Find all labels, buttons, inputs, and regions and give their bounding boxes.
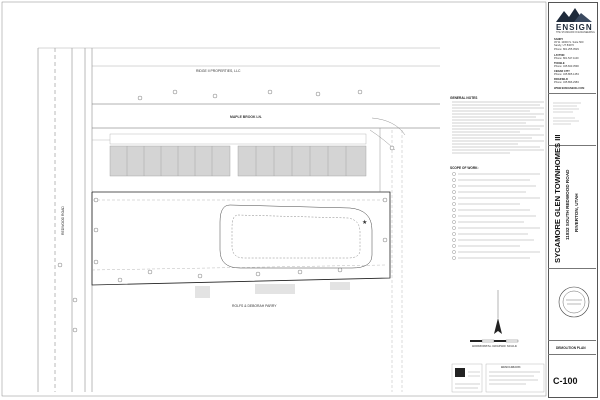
north-arrow-icon bbox=[494, 290, 502, 334]
scale-label: HORIZONTAL GRAPHIC SCALE bbox=[472, 344, 517, 348]
office-sandy: SANDY 45 W. 10000 S. Suite 500 Sandy, UT… bbox=[554, 38, 594, 51]
divider bbox=[548, 93, 596, 94]
office-name: TOOELE bbox=[554, 62, 565, 65]
north-parcel bbox=[38, 47, 440, 67]
office-line: Phone: 435.896.2983 bbox=[554, 81, 579, 85]
office-line: Phone: 801.255.0529 bbox=[554, 47, 579, 51]
firm-website: WWW.ENSIGNENG.COM bbox=[554, 87, 585, 90]
svg-text:★: ★ bbox=[362, 219, 367, 226]
divider bbox=[548, 268, 596, 269]
office-layton: LAYTON Phone: 801.547.1100 bbox=[554, 54, 594, 60]
townhome-buildings bbox=[109, 145, 367, 177]
office-name: RICHFIELD bbox=[554, 78, 568, 81]
firm-name: ENSIGN bbox=[556, 23, 593, 32]
sheet-title: DEMOLITION PLAN bbox=[556, 346, 586, 350]
scope-of-work-title: SCOPE OF WORK: bbox=[450, 166, 479, 170]
callout-markers bbox=[57, 89, 395, 333]
office-line: Phone: 801.547.1100 bbox=[554, 57, 579, 61]
road-label: REDWOOD ROAD bbox=[61, 206, 65, 235]
general-notes-body bbox=[452, 101, 544, 154]
firm-tagline: THE STANDARD IN ENGINEERING bbox=[556, 31, 595, 34]
project-boundary bbox=[91, 191, 391, 286]
engineer-seal-icon bbox=[558, 286, 590, 318]
south-parcel bbox=[195, 282, 350, 298]
loop-road bbox=[219, 204, 373, 269]
client-info-block bbox=[553, 102, 581, 125]
project-city: RIVERTON, UTAH bbox=[574, 193, 579, 232]
legend-area: BENCHMARK bbox=[451, 363, 545, 393]
divider bbox=[548, 340, 596, 341]
divider bbox=[548, 145, 596, 146]
north-owner-label: RIDGE II PROPERTIES, LLC bbox=[196, 69, 241, 73]
office-name: LAYTON bbox=[554, 54, 565, 57]
divider bbox=[548, 354, 596, 355]
legend-title: BENCHMARK bbox=[501, 365, 521, 369]
street-label: MAPLE BROOK LN. bbox=[230, 115, 262, 119]
office-line: Phone: 435.843.3590 bbox=[554, 65, 579, 69]
project-name: SYCAMORE GLEN TOWNHOMES III bbox=[553, 134, 562, 263]
scope-of-work-list bbox=[452, 172, 540, 260]
office-cedar-city: CEDAR CITY Phone: 435.865.1453 bbox=[554, 70, 594, 76]
redwood-road bbox=[37, 48, 93, 392]
office-name: CEDAR CITY bbox=[554, 70, 570, 73]
sheet-number: C-100 bbox=[553, 376, 578, 386]
south-owner-label: ROLFS & DEBORAH PARRY bbox=[232, 304, 277, 308]
title-block bbox=[548, 2, 598, 398]
maple-brook-street bbox=[92, 103, 440, 129]
office-line: Sandy, UT 84070 bbox=[554, 44, 574, 48]
general-notes-title: GENERAL NOTES bbox=[450, 96, 478, 100]
office-tooele: TOOELE Phone: 435.843.3590 bbox=[554, 62, 594, 68]
ensign-logo-icon bbox=[556, 8, 592, 22]
office-line: 45 W. 10000 S. Suite 500 bbox=[554, 41, 584, 45]
project-address: 11832 SOUTH REDWOOD ROAD bbox=[565, 169, 570, 240]
graphic-scale: HORIZONTAL GRAPHIC SCALE bbox=[470, 339, 519, 348]
office-line: Phone: 435.865.1453 bbox=[554, 73, 579, 77]
office-name: SANDY bbox=[554, 38, 564, 41]
office-richfield: RICHFIELD Phone: 435.896.2983 bbox=[554, 78, 594, 84]
